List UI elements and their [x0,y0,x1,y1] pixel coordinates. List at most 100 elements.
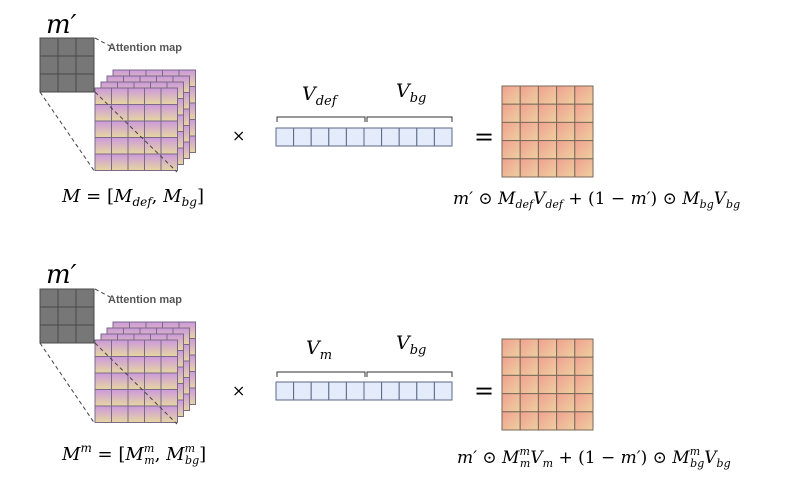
output-cell [519,85,539,105]
attention-layer [94,87,178,171]
vector-cell [381,127,400,147]
attention-cell [111,120,129,138]
output-cell [501,158,521,178]
attention-cell [94,372,112,390]
attention-cell [127,120,145,138]
vector-cell [416,127,435,147]
mask-cell [57,55,77,75]
vector-cell [293,381,312,401]
output-cell [501,338,521,358]
output-cell [537,356,558,376]
result-formula: m′ ⊙ MdefVdef + (1 − m′) ⊙ MbgVbg [453,189,740,211]
output-cell [537,393,558,413]
attention-cell [160,372,178,390]
output-cell [519,140,539,160]
output-cell [556,140,576,160]
attention-cell [111,389,129,407]
attention-cell [144,405,162,423]
v-bg-label: Vbg [396,332,426,358]
output-cell [556,374,576,395]
attention-cell [160,104,178,122]
mask-cell [39,73,59,93]
attention-layer [94,339,178,423]
output-cell [574,121,594,142]
output-cell [519,158,539,178]
attention-cell [94,104,112,122]
attention-cell [111,87,129,105]
vector-cell [293,127,312,147]
output-cell [556,356,576,376]
output-cell [574,393,594,413]
mask-cell [75,37,95,57]
output-cell [574,338,594,358]
times-sign: × [232,381,245,400]
projection-lines [39,288,178,425]
vector-cell [433,381,453,401]
value-vector [275,381,453,401]
output-cell [574,374,594,395]
output-cell [556,103,576,123]
mask-cell [75,55,95,75]
mask-cell [39,324,59,344]
output-cell [537,411,558,431]
projection-lines [39,37,178,173]
vector-cell [398,381,418,401]
vector-cell [416,381,435,401]
attention-cell [160,137,178,155]
attention-cell [111,153,129,171]
attention-cell [94,405,112,423]
attention-cell [144,153,162,171]
attention-cell [111,405,129,423]
output-cell [537,85,558,105]
mask-label: m′ [46,260,77,290]
attention-cell [127,87,145,105]
attention-map-label: Attention map [108,294,182,306]
vector-cell [275,127,295,147]
vector-cell [363,127,383,147]
mask-cell [75,324,95,344]
attention-cell [144,104,162,122]
attention-map-stack [94,69,196,171]
row-1: m′ Attention map M = [Mdef, Mbg] × Vdef … [39,10,740,211]
attention-cell [127,405,145,423]
output-grid [501,85,594,178]
attention-cell [94,389,112,407]
vector-cell [381,381,400,401]
output-cell [537,158,558,178]
output-cell [537,121,558,142]
attention-cell [94,339,112,357]
mask-cell [39,55,59,75]
vector-cell [328,381,347,401]
output-cell [574,158,594,178]
attention-cell [127,339,145,357]
attention-cell [94,153,112,171]
output-cell [519,103,539,123]
attention-cell [111,137,129,155]
equals-sign: = [474,377,494,405]
output-cell [574,356,594,376]
attention-cell [144,120,162,138]
output-cell [556,338,576,358]
attention-cell [160,389,178,407]
mask-cell [57,37,77,57]
v-bg-label: Vbg [396,80,426,106]
attention-cell [111,104,129,122]
output-cell [556,121,576,142]
output-cell [537,338,558,358]
vector-cell [345,381,365,401]
mask-cell [75,288,95,308]
vector-cell [363,381,383,401]
m-definition-text: M [61,186,81,207]
output-cell [537,140,558,160]
output-cell [501,121,521,142]
v-def-label: Vdef [302,83,339,109]
mask-cell [39,306,59,326]
attention-cell [144,356,162,374]
attention-cell [144,389,162,407]
output-cell [556,411,576,431]
attention-cell [160,153,178,171]
attention-cell [144,137,162,155]
vector-cell [433,127,453,147]
output-cell [501,103,521,123]
